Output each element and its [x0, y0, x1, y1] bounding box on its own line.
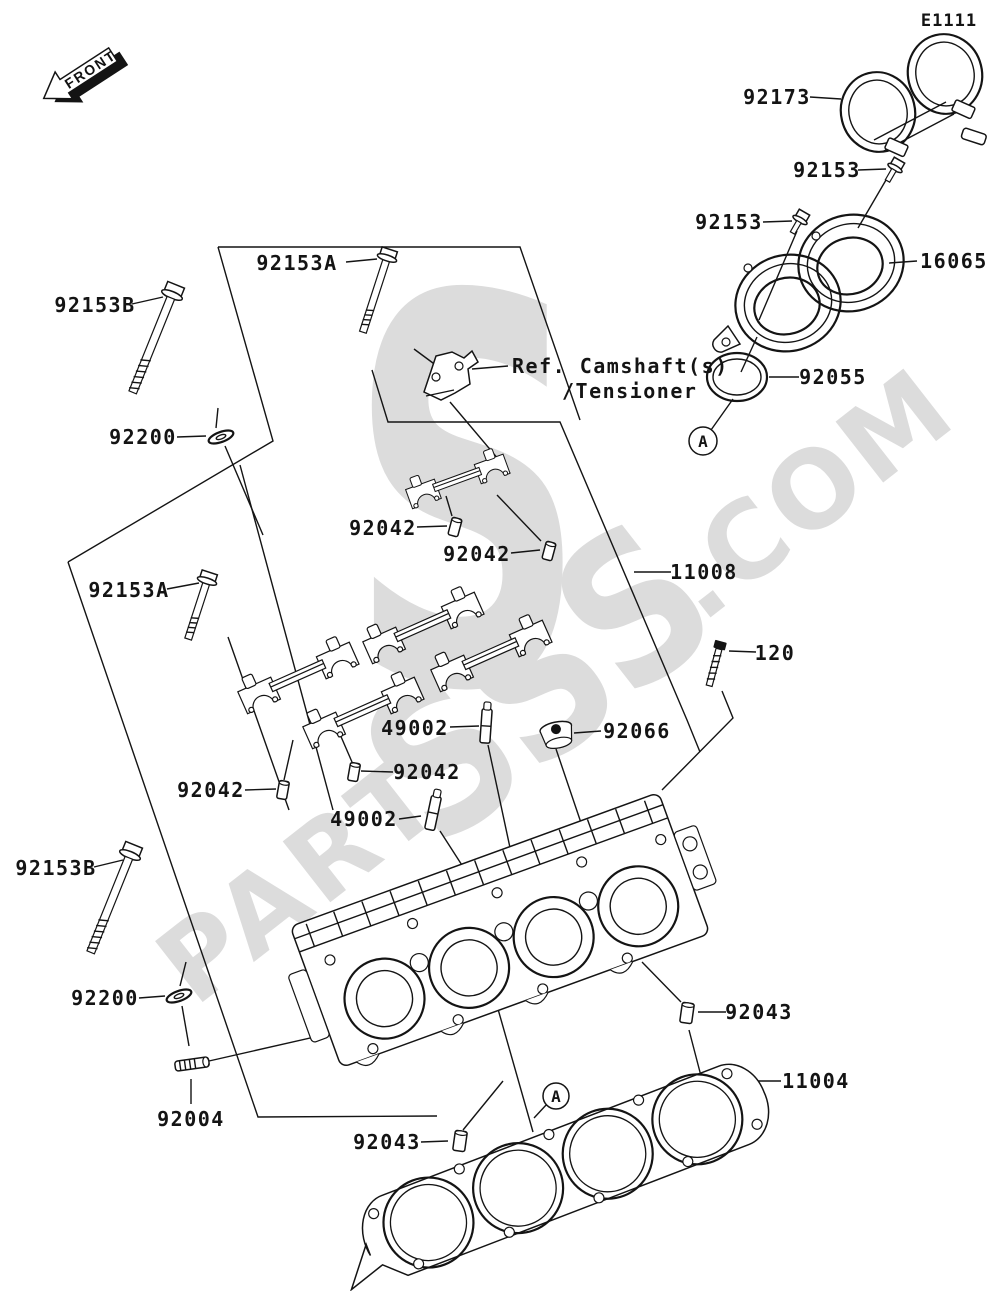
ref-note-line2: /Tensioner [562, 379, 697, 403]
bolt-92153-lower-drawing [789, 208, 811, 236]
fiche-code-label: E1111 [921, 11, 977, 31]
dowel-92042-2-drawing [541, 540, 557, 562]
part-label-92173: 92173 [743, 85, 811, 109]
dowel-92042-4-drawing [347, 761, 361, 783]
tensioner-bracket-drawing [423, 349, 479, 401]
detail-marker-a-bottom: A [542, 1082, 570, 1110]
part-label-49002-lower: 49002 [330, 807, 398, 831]
washer-92200-bottom-drawing [165, 988, 193, 1004]
part-label-92042-4: 92042 [393, 760, 461, 784]
part-label-92066: 92066 [603, 719, 671, 743]
bolt-92153b-top-drawing [128, 280, 186, 395]
part-label-92055: 92055 [799, 365, 867, 389]
bolt-92153b-bottom-drawing [86, 840, 144, 955]
nozzle-49002-lower-drawing [424, 788, 442, 832]
washer-92200-top-drawing [207, 429, 235, 445]
part-label-92042-2: 92042 [443, 542, 511, 566]
part-label-16065: 16065 [920, 249, 988, 273]
part-label-92153b-top: 92153B [54, 293, 135, 317]
part-label-120: 120 [755, 641, 796, 665]
bolt-92153a-top-drawing [358, 246, 399, 335]
dowel-92042-3-drawing [276, 779, 290, 801]
part-label-92200-top: 92200 [109, 425, 177, 449]
detail-marker-a-top: A [688, 426, 718, 456]
part-label-92153b-bottom: 92153B [15, 856, 96, 880]
ref-note-line1: Ref. Camshaft(s) [512, 354, 729, 378]
clamp-92173-drawing [839, 33, 987, 158]
bolt-92153-upper-drawing [884, 156, 906, 184]
bolt-120-drawing [705, 639, 727, 688]
part-label-92153-lower: 92153 [695, 210, 763, 234]
dowel-92042-1-drawing [447, 516, 463, 538]
bolt-92153a-left-drawing [184, 569, 219, 641]
part-label-92153a-left: 92153A [88, 578, 169, 602]
part-label-92153-upper: 92153 [793, 158, 861, 182]
part-label-92004: 92004 [157, 1107, 225, 1131]
front-arrow: FRONT [42, 47, 129, 103]
dowel-92043-right-drawing [679, 1001, 695, 1025]
part-label-11004: 11004 [782, 1069, 850, 1093]
part-label-49002-upper: 49002 [381, 716, 449, 740]
stud-92004-drawing [174, 1056, 210, 1072]
part-label-92043-left: 92043 [353, 1130, 421, 1154]
reference-panels [67, 246, 701, 1118]
marker-a-top-label: A [698, 432, 708, 451]
part-label-11008: 11008 [670, 560, 738, 584]
nozzle-49002-upper-drawing [479, 701, 493, 744]
cylinder-head-drawing [288, 793, 717, 1067]
part-label-92042-1: 92042 [349, 516, 417, 540]
part-label-92153a-top: 92153A [256, 251, 337, 275]
dowel-92043-left-drawing [452, 1129, 468, 1153]
oring-92055-drawing [705, 351, 769, 403]
part-label-92200-bottom: 92200 [71, 986, 139, 1010]
holder-16065-drawing [712, 213, 905, 353]
callout-labels: E1111 92173 92153 92153 16065 92055 9215… [15, 11, 988, 1154]
part-label-92042-3: 92042 [177, 778, 245, 802]
part-label-92043-right: 92043 [725, 1000, 793, 1024]
head-gasket-drawing [349, 1063, 770, 1291]
plug-92066-drawing [539, 720, 573, 749]
marker-a-bottom-label: A [551, 1087, 561, 1106]
